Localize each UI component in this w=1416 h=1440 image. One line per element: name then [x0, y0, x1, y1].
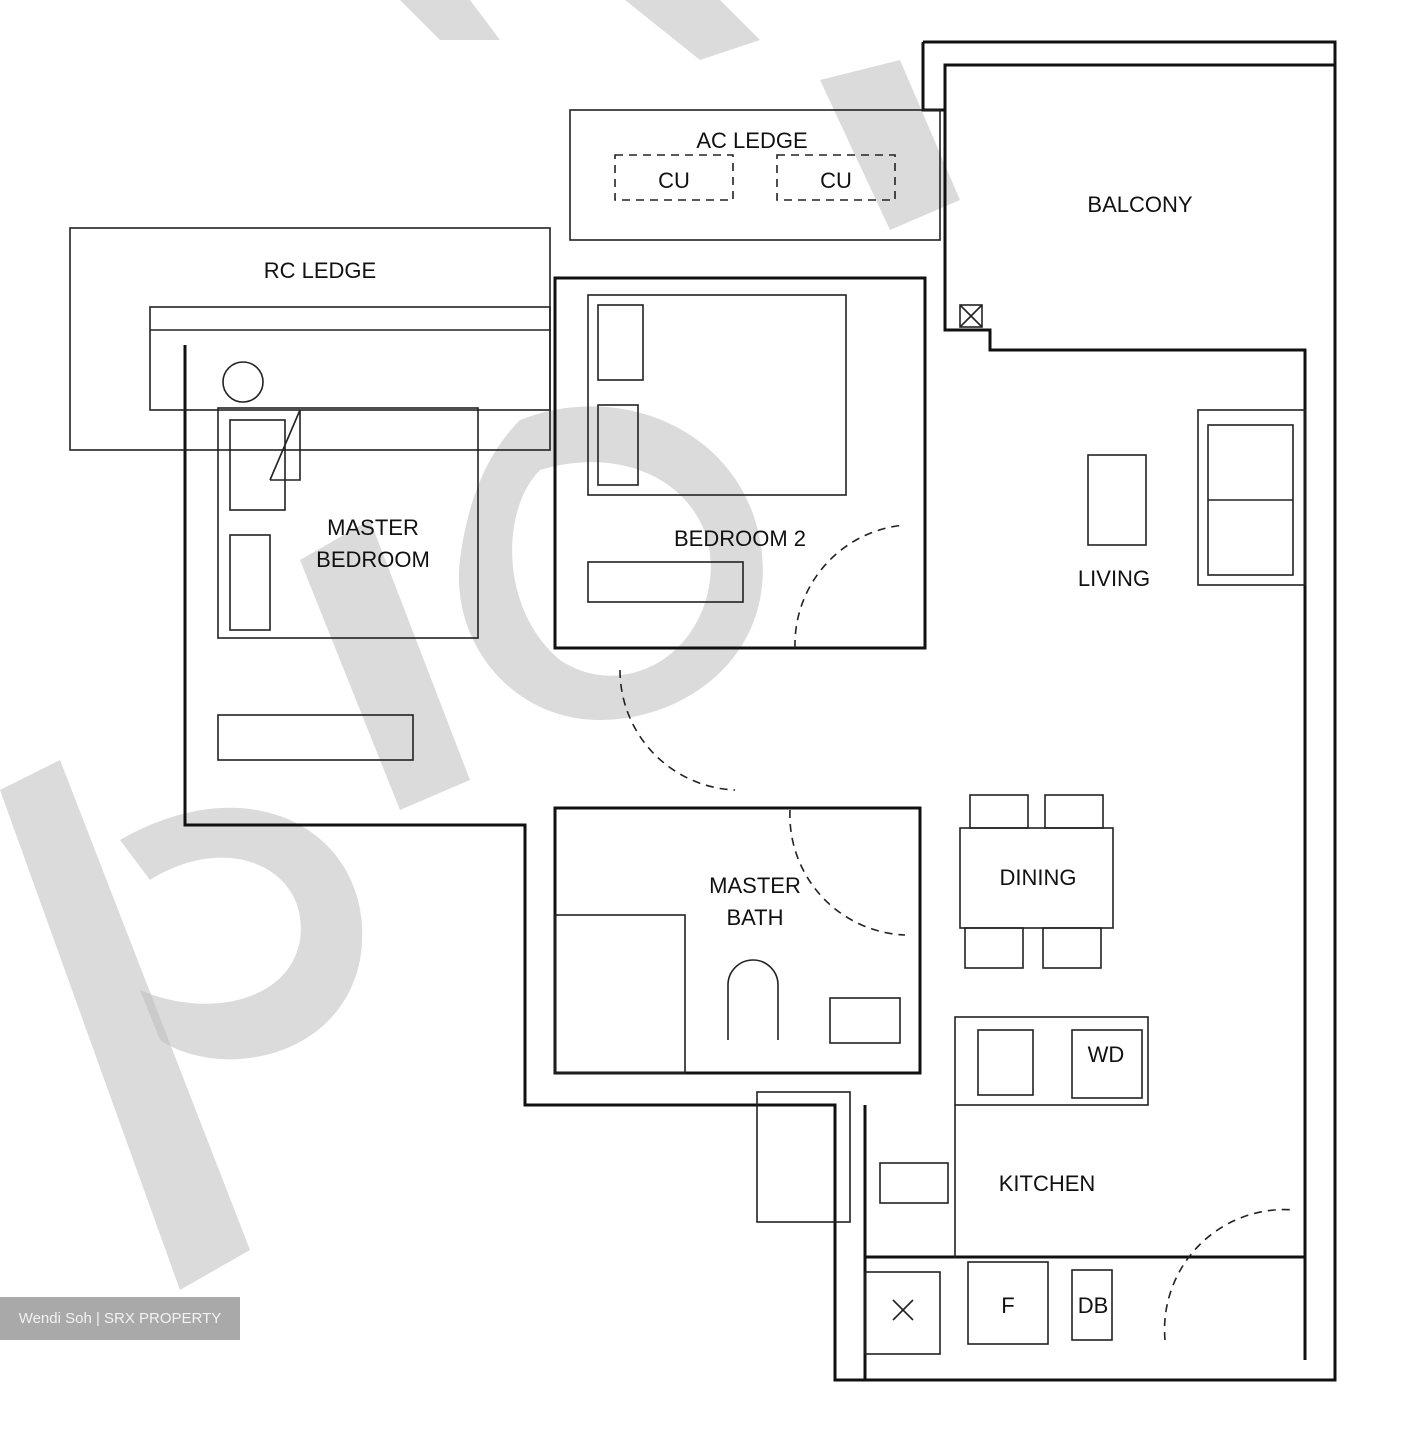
- living-label: LIVING: [1078, 566, 1150, 591]
- fridge-label: F: [1001, 1293, 1014, 1318]
- master-bath-label-2: BATH: [726, 905, 783, 930]
- db-label: DB: [1078, 1293, 1109, 1318]
- master-bath-label: MASTER: [709, 873, 801, 898]
- watermark: [0, 0, 960, 1290]
- ac-ledge-label: AC LEDGE: [696, 128, 807, 153]
- master-bedroom-label: MASTER: [327, 515, 419, 540]
- room-labels: AC LEDGE CU CU BALCONY RC LEDGE MASTER B…: [264, 128, 1193, 1318]
- kitchen-label: KITCHEN: [999, 1171, 1096, 1196]
- credit-label: Wendi Soh | SRX PROPERTY: [0, 1297, 240, 1340]
- rc-ledge-label: RC LEDGE: [264, 258, 376, 283]
- bedroom-2-label: BEDROOM 2: [674, 526, 806, 551]
- cu-label: CU: [820, 168, 852, 193]
- walls: [69, 40, 1337, 1382]
- wd-label: WD: [1088, 1042, 1125, 1067]
- dining-label: DINING: [1000, 865, 1077, 890]
- master-bedroom-label-2: BEDROOM: [316, 547, 430, 572]
- balcony-label: BALCONY: [1087, 192, 1192, 217]
- furniture: [217, 154, 1306, 1355]
- cu-label: CU: [658, 168, 690, 193]
